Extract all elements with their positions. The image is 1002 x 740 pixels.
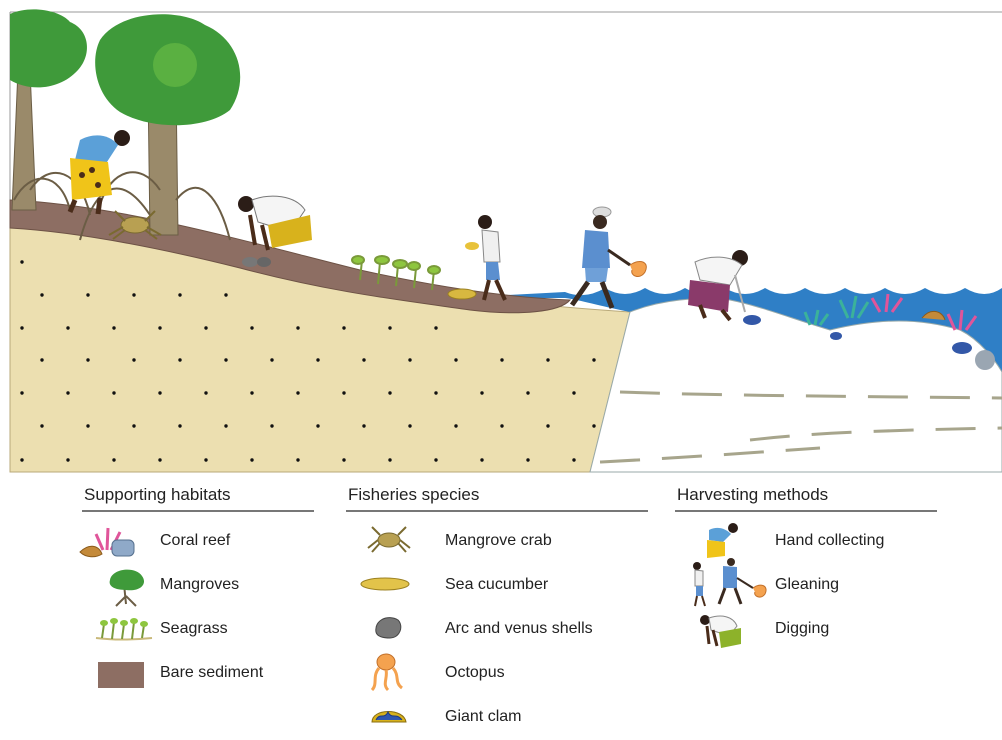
coastal-cross-section [0,0,1002,480]
legend-label-octopus: Octopus [445,664,505,682]
legend-label-mangroves: Mangroves [160,576,239,594]
mangrove-icon [104,566,154,608]
octopus-icon [364,650,408,692]
legend-item-bare-sediment: Bare sediment [82,652,314,696]
legend-supporting-habitats: Supporting habitats Coral reef Mangroves… [82,484,314,696]
sea-cucumber-scene [448,289,476,299]
person-hand-collecting [70,130,130,214]
legend-harvesting-methods: Harvesting methods Hand collecting Glean… [675,484,937,652]
crab-icon [364,522,414,558]
legend-title-fisheries-species: Fisheries species [346,484,648,510]
legend-item-gleaning: Gleaning [675,564,937,608]
sea-cucumber-icon [358,566,414,600]
legend-title-supporting-habitats: Supporting habitats [82,484,314,510]
legend-item-shells: Arc and venus shells [346,608,648,652]
digging-icon [697,612,747,654]
legend-item-sea-cucumber: Sea cucumber [346,564,648,608]
legend-label-sea-cucumber: Sea cucumber [445,576,548,594]
mangrove-tree-right [80,14,240,240]
legend-label-mangrove-crab: Mangrove crab [445,532,552,550]
legend-label-bare-sediment: Bare sediment [160,664,263,682]
legend-label-gleaning: Gleaning [775,576,839,594]
giant-clam-icon [368,700,412,734]
legend-label-digging: Digging [775,620,829,638]
shell-icon [370,610,410,644]
legend-item-octopus: Octopus [346,652,648,696]
legend-label-shells: Arc and venus shells [445,620,593,638]
legend-label-giant-clam: Giant clam [445,708,521,726]
legend-divider [346,510,648,512]
legend-item-mangrove-crab: Mangrove crab [346,520,648,564]
legend-item-mangroves: Mangroves [82,564,314,608]
legend-item-coral-reef: Coral reef [82,520,314,564]
legend-item-digging: Digging [675,608,937,652]
legend-label-coral-reef: Coral reef [160,532,230,550]
person-gleaning-girl [465,215,505,300]
legend-label-seagrass: Seagrass [160,620,228,638]
coral-reef-icon [78,522,140,562]
seagrass-icon [92,610,158,646]
legend-divider [675,510,937,512]
legend-divider [82,510,314,512]
legend-item-giant-clam: Giant clam [346,696,648,740]
legend-item-seagrass: Seagrass [82,608,314,652]
bare-sediment-swatch [98,658,148,694]
sand-substrate [10,215,630,472]
gleaning-icon [687,556,771,608]
legend-fisheries-species: Fisheries species Mangrove crab Sea cucu… [346,484,648,740]
legend-title-harvesting-methods: Harvesting methods [675,484,937,510]
legend-label-hand-collecting: Hand collecting [775,532,884,550]
